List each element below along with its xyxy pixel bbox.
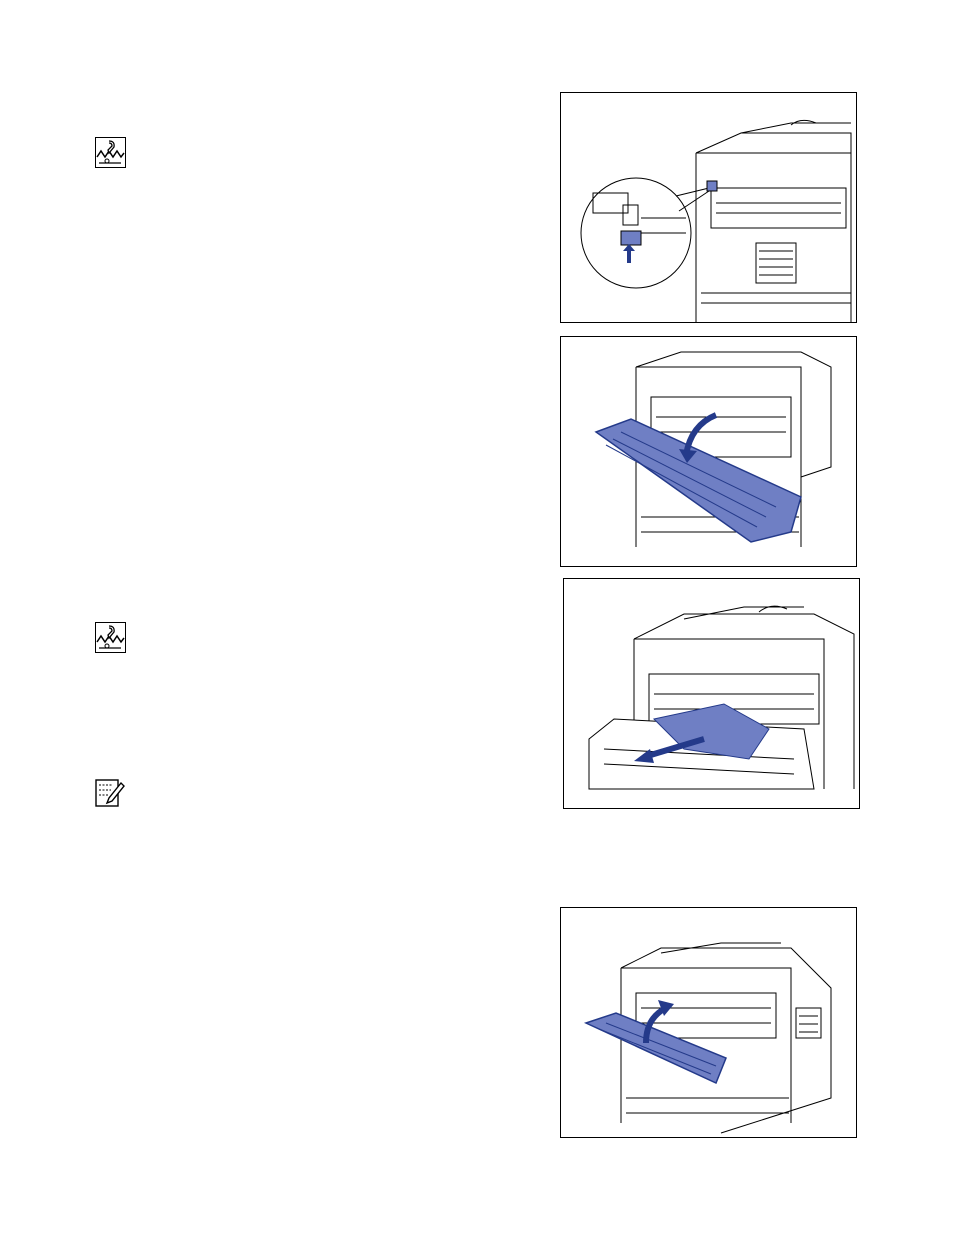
caution-icon [95,622,126,653]
illustration-rear-cover-open [560,336,857,567]
caution-icon [95,137,126,168]
illustration-rear-lever [560,92,857,323]
note-icon [95,779,125,807]
illustration-rear-cover-close [560,907,857,1138]
illustration-paper-pull-out [563,578,860,809]
